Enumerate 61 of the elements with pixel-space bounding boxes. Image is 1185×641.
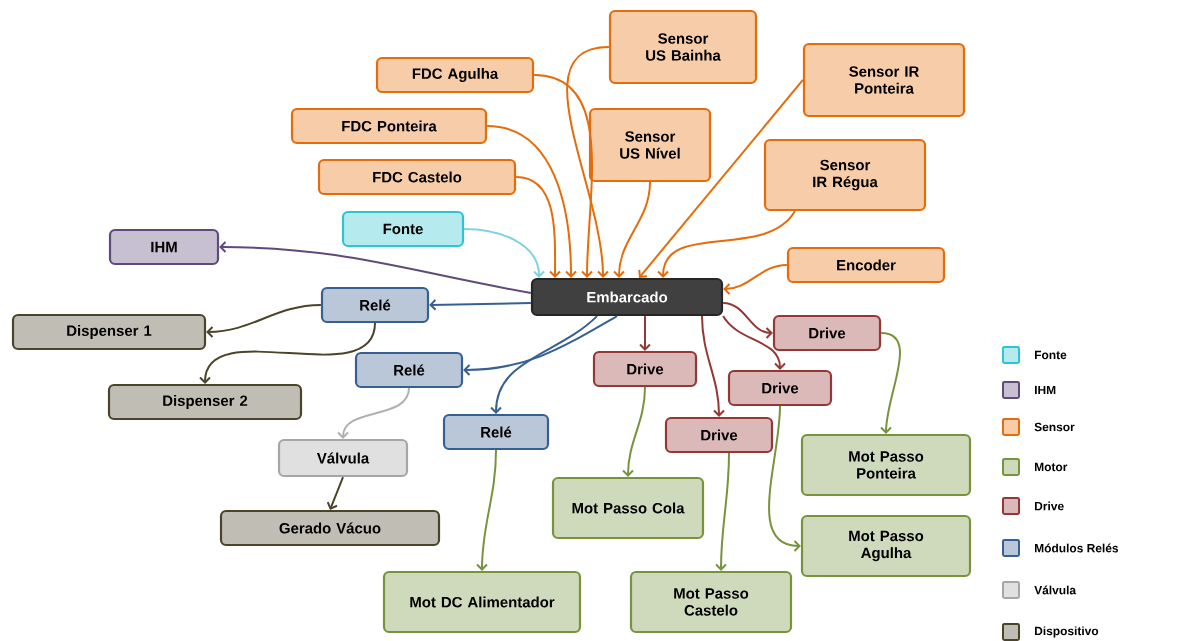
arrow <box>533 74 593 278</box>
component-box: Drive <box>727 369 833 407</box>
component-box: Mot DC Alimentador <box>382 570 582 634</box>
component-box: FDC Ponteira <box>290 107 488 145</box>
component-box: Sensor IR Régua <box>763 138 927 212</box>
arrow <box>622 386 646 477</box>
legend-label: IHM <box>1035 385 1056 395</box>
legend-label: Drive <box>1035 501 1064 511</box>
component-box: Dispenser 1 <box>11 313 207 351</box>
legend-label: Válvula <box>1034 585 1077 595</box>
legend-label: Motor <box>1035 462 1068 472</box>
controller-box: Embarcado <box>530 277 724 317</box>
arrow <box>768 405 801 552</box>
component-box: FDC Castelo <box>317 158 517 196</box>
arrow <box>476 449 497 571</box>
component-box: Mot Passo Castelo <box>629 570 793 634</box>
arrow <box>490 315 598 414</box>
arrow <box>722 302 773 339</box>
arrow <box>486 125 577 278</box>
arrow <box>463 315 618 376</box>
component-box: Mot Passo Cola <box>551 476 705 540</box>
component-box: Drive <box>664 416 774 454</box>
component-box: Fonte <box>341 210 465 248</box>
arrow <box>429 298 532 311</box>
arrow <box>515 176 561 278</box>
arrow <box>326 476 344 510</box>
arrow <box>337 387 410 439</box>
arrow <box>639 315 651 351</box>
arrow <box>566 46 610 278</box>
component-box: Sensor US Bainha <box>608 9 758 85</box>
arrow <box>638 79 804 278</box>
component-box: IHM <box>108 228 220 266</box>
arrow <box>715 452 730 571</box>
legend-label: Dispositivo <box>1035 626 1099 638</box>
arrow <box>722 315 786 370</box>
component-box: Relé <box>442 413 550 451</box>
component-box: FDC Agulha <box>375 56 535 94</box>
arrow <box>463 228 545 278</box>
arrow <box>723 264 788 295</box>
component-box: Mot Passo Ponteira <box>800 433 972 497</box>
component-box: Relé <box>354 351 464 389</box>
arrow <box>613 181 651 278</box>
component-box: Sensor US Nível <box>588 107 712 183</box>
component-box: Válvula <box>277 438 409 478</box>
component-box: Encoder <box>786 246 946 284</box>
arrow <box>206 304 322 338</box>
arrow <box>880 332 901 434</box>
arrow <box>657 210 796 278</box>
arrow <box>701 315 725 417</box>
legend-label: Fonte <box>1035 350 1067 360</box>
component-box: Gerado Vácuo <box>219 509 441 547</box>
arrow <box>219 241 532 294</box>
component-box: Mot Passo Agulha <box>800 514 972 578</box>
legend-label: Sensor <box>1034 422 1075 432</box>
arrow <box>199 322 376 384</box>
component-box: Sensor IR Ponteira <box>802 42 966 118</box>
component-box: Drive <box>592 350 698 388</box>
component-box: Drive <box>772 314 882 352</box>
legend-label: Módulos Relés <box>1035 543 1119 553</box>
component-box: Relé <box>320 286 430 324</box>
component-box: Dispenser 2 <box>107 383 303 421</box>
